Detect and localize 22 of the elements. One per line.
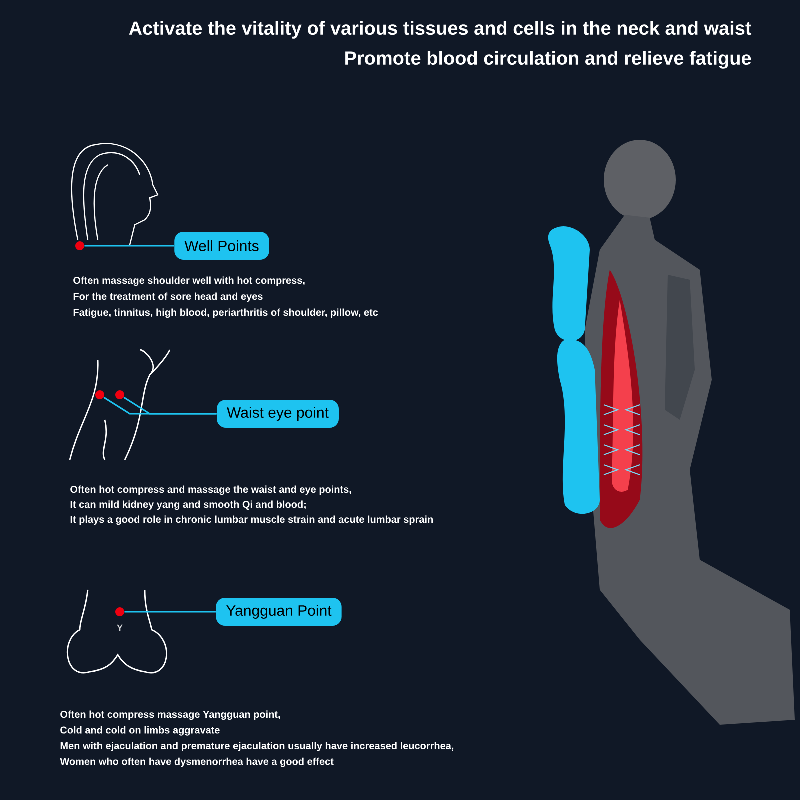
description-text: Cold and cold on limbs aggravate xyxy=(60,726,220,736)
leader-line xyxy=(124,396,217,415)
label-pill: Waist eye point xyxy=(217,400,339,428)
description-text: Women who often have dysmenorrhea have a good effect xyxy=(60,758,334,768)
subtitle: Promote blood circulation and relieve fatigue xyxy=(346,51,752,69)
description-text: It plays a good role in chronic lumbar muscle strain and acute lumbar sprain xyxy=(70,516,433,526)
description-text: It can mild kidney yang and smooth Qi and blood; xyxy=(70,500,306,510)
acupoint-dot xyxy=(116,390,124,400)
acupoint-dot xyxy=(96,390,104,400)
label-pill: Well Points xyxy=(174,232,270,260)
acupoint-dot xyxy=(116,608,124,616)
description-text: For the treatment of sore head and eyes xyxy=(74,292,263,302)
leader-line xyxy=(124,611,216,613)
description-text: Often hot compress massage Yangguan point, xyxy=(60,710,280,720)
description-text: Often massage shoulder well with hot compress, xyxy=(74,276,305,286)
acupoint-dot xyxy=(76,242,84,250)
description-text: Fatigue, tinnitus, high blood, periarthritis of shoulder, pillow, etc xyxy=(74,308,378,318)
label-pill: Yangguan Point xyxy=(216,598,342,626)
description-text: Often hot compress and massage the waist and eye points, xyxy=(70,486,352,496)
leader-line xyxy=(84,245,174,247)
title: Activate the vitality of various tissues and cells in the neck and waist xyxy=(129,21,752,39)
description-text: Men with ejaculation and premature ejaculation usually have increased leucorrhea, xyxy=(60,742,454,752)
